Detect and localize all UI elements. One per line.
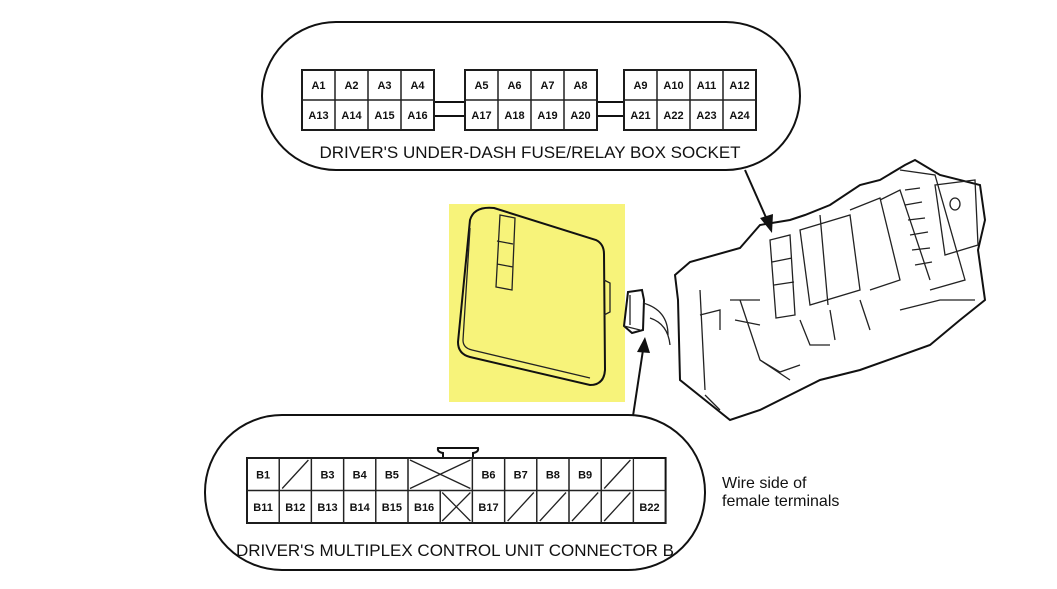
connector-cell <box>632 489 667 524</box>
socket-cell <box>563 99 598 131</box>
fuse-relay-box <box>673 158 987 422</box>
terminal-label: A22 <box>663 110 683 122</box>
unused-cavity-mark <box>571 492 599 522</box>
socket-a-title: DRIVER'S UNDER-DASH FUSE/RELAY BOX SOCKE… <box>319 143 740 162</box>
terminal-label: A7 <box>540 80 554 92</box>
terminal-label: A19 <box>537 110 557 122</box>
terminal-label: B16 <box>414 502 434 514</box>
terminal-label: A23 <box>696 110 716 122</box>
terminal-label: B3 <box>320 469 334 481</box>
terminal-label: A2 <box>344 80 358 92</box>
highlight <box>449 204 625 402</box>
note-line-1: Wire side of <box>722 475 807 492</box>
socket-cell <box>400 99 435 131</box>
terminal-label: B6 <box>481 469 495 481</box>
terminal-label: B7 <box>514 469 528 481</box>
terminal-label: B1 <box>256 469 270 481</box>
unused-cavity-mark <box>603 459 631 489</box>
blocked-cavity-mark <box>441 492 471 522</box>
terminal-label: A13 <box>308 110 328 122</box>
socket-cell <box>722 99 757 131</box>
arrow-to-plug <box>632 337 650 417</box>
socket-a-callout <box>261 21 801 171</box>
terminal-label: B14 <box>350 502 371 514</box>
terminal-label: A15 <box>374 110 394 122</box>
terminal-label: A6 <box>507 80 521 92</box>
unused-cavity-mark <box>603 492 631 522</box>
socket-link-lines <box>434 101 624 117</box>
terminal-label: A9 <box>633 80 647 92</box>
terminal-label: A21 <box>630 110 650 122</box>
blocked-cavity-mark <box>409 459 471 490</box>
unused-cavity-mark <box>507 492 535 522</box>
unused-cavity-mark <box>281 459 309 489</box>
terminal-label: B5 <box>385 469 399 481</box>
terminal-label: A14 <box>341 110 362 122</box>
terminal-label: B11 <box>253 502 273 514</box>
terminal-label: A5 <box>474 80 488 92</box>
unused-cavity-mark <box>539 492 567 522</box>
terminal-label: B9 <box>578 469 592 481</box>
terminal-label: A20 <box>570 110 590 122</box>
terminal-label: B8 <box>546 469 560 481</box>
terminal-label: B13 <box>317 502 337 514</box>
terminal-label: B15 <box>382 502 402 514</box>
connector-plug <box>622 288 671 346</box>
terminal-label: A8 <box>573 80 587 92</box>
terminal-label: A18 <box>504 110 524 122</box>
terminal-label: A1 <box>311 80 325 92</box>
terminal-label: A11 <box>697 80 717 92</box>
terminal-label: A17 <box>471 110 491 122</box>
terminal-label: A10 <box>663 80 683 92</box>
terminal-label: A16 <box>407 110 427 122</box>
terminal-label: A3 <box>377 80 391 92</box>
terminal-label: B4 <box>353 469 368 481</box>
terminal-label: A12 <box>729 80 749 92</box>
terminal-label: B22 <box>639 502 659 514</box>
connector-b-latch <box>436 447 480 458</box>
terminal-label: A4 <box>410 80 425 92</box>
connector-b-title: DRIVER'S MULTIPLEX CONTROL UNIT CONNECTO… <box>236 541 674 560</box>
note-line-2: female terminals <box>722 493 839 510</box>
multiplex-control-unit <box>449 204 625 402</box>
connector-b-callout <box>204 414 706 571</box>
terminal-label: B17 <box>478 502 498 514</box>
terminal-label: B12 <box>285 502 305 514</box>
terminal-label: A24 <box>729 110 750 122</box>
